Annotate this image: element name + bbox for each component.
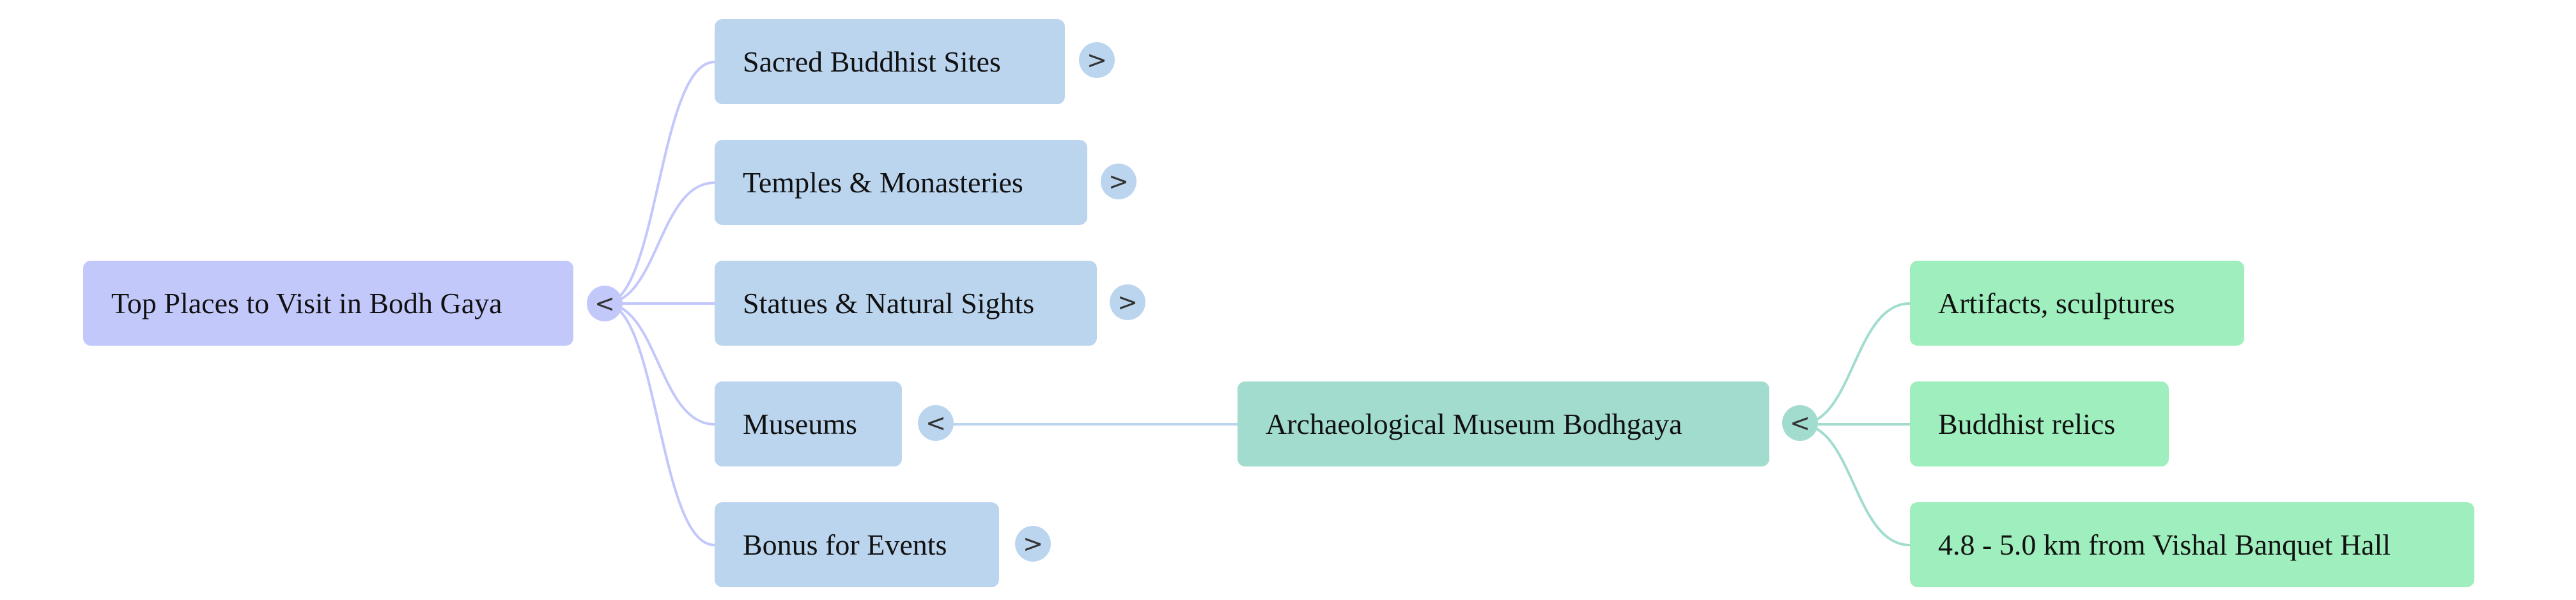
leaf-node-artifacts[interactable]: Artifacts, sculptures: [1910, 261, 2244, 346]
expand-toggle-sacred-buddhist-sites[interactable]: >: [1079, 42, 1115, 78]
expand-toggle-temples-monasteries[interactable]: >: [1101, 164, 1137, 199]
link-root-sacred-buddhist-sites: [604, 61, 715, 305]
link-root-temples-monasteries: [604, 181, 715, 305]
subtopic-node-archaeological-museum[interactable]: Archaeological Museum Bodhgaya: [1238, 381, 1769, 466]
leaf-node-label: 4.8 - 5.0 km from Vishal Banquet Hall: [1938, 528, 2391, 561]
root-node-label: Top Places to Visit in Bodh Gaya: [111, 287, 502, 319]
root-collapse-toggle[interactable]: <: [587, 286, 623, 321]
collapse-toggle-museums[interactable]: <: [918, 405, 954, 441]
category-node-sacred-buddhist-sites[interactable]: Sacred Buddhist Sites: [715, 19, 1065, 104]
category-node-temples-monasteries[interactable]: Temples & Monasteries: [715, 140, 1087, 225]
category-node-museums[interactable]: Museums: [715, 381, 902, 466]
subtopic-node-label: Archaeological Museum Bodhgaya: [1266, 408, 1682, 440]
root-node[interactable]: Top Places to Visit in Bodh Gaya: [83, 261, 573, 346]
collapse-toggle-archaeological-museum[interactable]: <: [1782, 405, 1818, 441]
leaf-node-label: Artifacts, sculptures: [1938, 287, 2175, 319]
category-node-bonus-for-events[interactable]: Bonus for Events: [715, 502, 999, 587]
expand-toggle-bonus-for-events[interactable]: >: [1015, 526, 1051, 562]
leaf-node-distance[interactable]: 4.8 - 5.0 km from Vishal Banquet Hall: [1910, 502, 2474, 587]
leaf-node-label: Buddhist relics: [1938, 408, 2116, 440]
link-root-bonus-for-events: [604, 302, 715, 546]
category-node-label: Temples & Monasteries: [743, 166, 1023, 199]
category-node-label: Statues & Natural Sights: [743, 287, 1035, 319]
expand-toggle-statues-natural-sights[interactable]: >: [1110, 284, 1145, 320]
link-root-museums: [604, 302, 715, 426]
category-node-label: Sacred Buddhist Sites: [743, 45, 1001, 78]
category-node-label: Bonus for Events: [743, 528, 947, 561]
link-museum-artifacts: [1799, 302, 1911, 426]
link-museum-distance: [1799, 423, 1911, 546]
leaf-node-relics[interactable]: Buddhist relics: [1910, 381, 2169, 466]
category-node-label: Museums: [743, 408, 857, 440]
category-node-statues-natural-sights[interactable]: Statues & Natural Sights: [715, 261, 1097, 346]
